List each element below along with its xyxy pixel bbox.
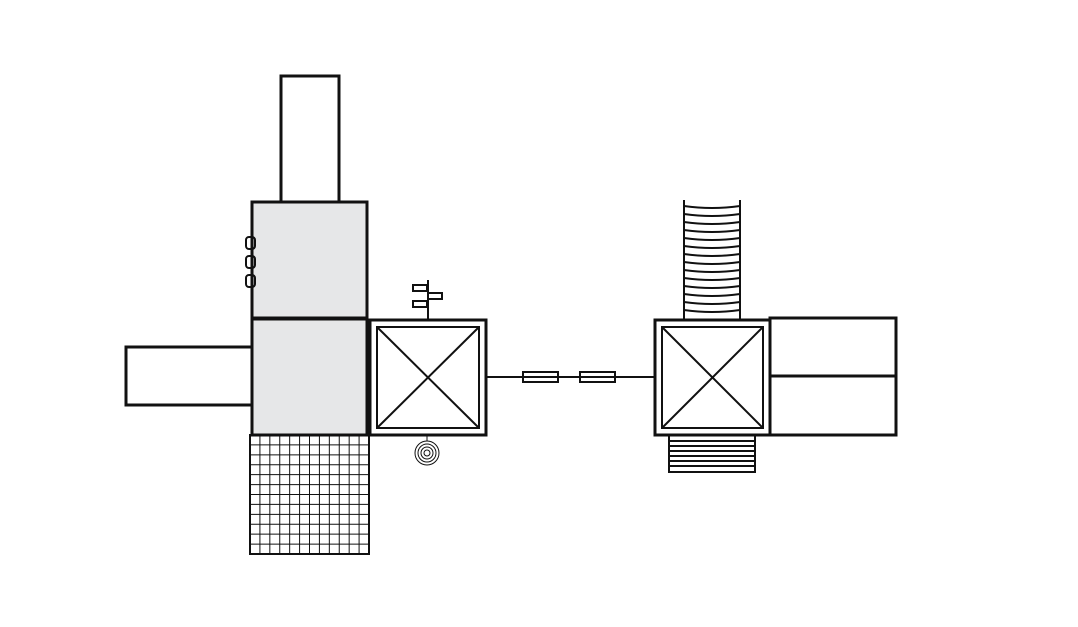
bench-panels (768, 316, 898, 437)
steering-wheel-panel (412, 280, 443, 320)
ladder-rung (683, 269, 741, 273)
ladder-rung (683, 309, 741, 313)
ladder-rung (683, 261, 741, 265)
ladder-rung (683, 205, 741, 209)
climbing-net (249, 434, 370, 555)
spiral-climber (414, 436, 440, 466)
ladder-rung (683, 277, 741, 281)
ladder-rung (683, 253, 741, 257)
ladder-stair (683, 200, 741, 320)
ladder-rung (683, 301, 741, 305)
ladder-rung (683, 285, 741, 289)
slide-left (124, 345, 254, 407)
ladder-rung (683, 229, 741, 233)
slide-top (279, 74, 341, 204)
tower-right (653, 318, 772, 437)
tower-left (368, 318, 488, 437)
platform-deck (250, 317, 369, 437)
ladder-rung (683, 237, 741, 241)
ladder-rung (683, 213, 741, 217)
ladder-rung (683, 221, 741, 225)
step-stair (668, 434, 756, 473)
roof-deck (250, 200, 369, 320)
ladder-rung (683, 245, 741, 249)
rope-bridge (486, 371, 655, 383)
ladder-rung (683, 293, 741, 297)
chain-links (245, 236, 256, 288)
